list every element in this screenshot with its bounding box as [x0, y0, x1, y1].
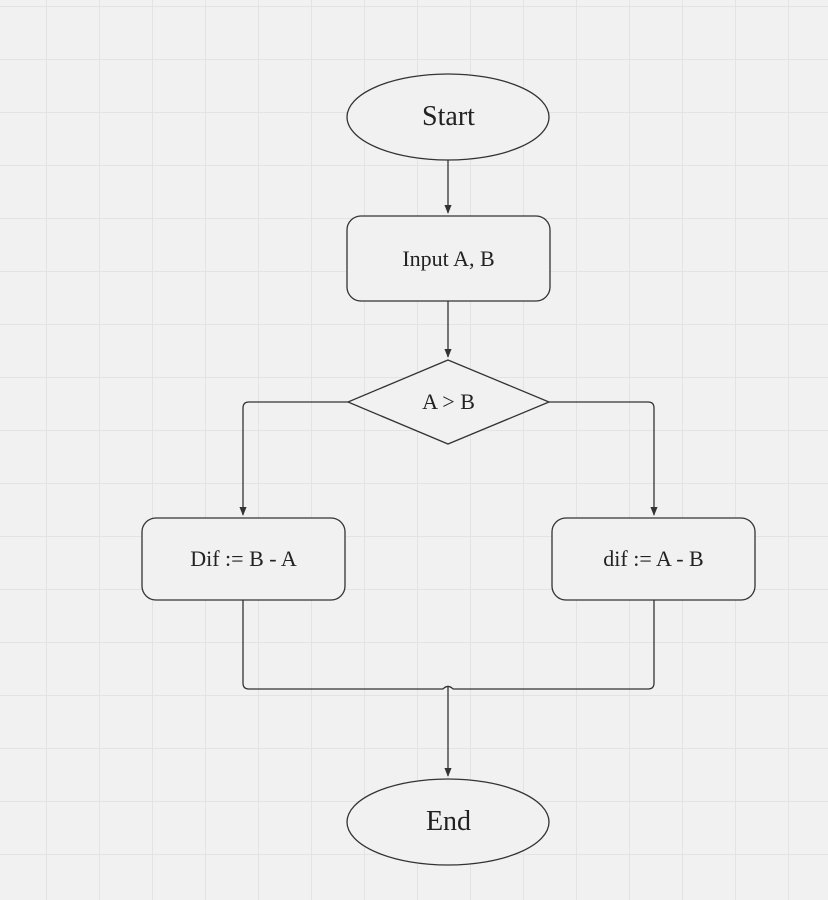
connector-decision-to-right [549, 401, 658, 516]
connector-right-to-merge [453, 600, 655, 690]
connector-decision-to-left [239, 401, 348, 516]
right-process-label: dif := A - B [603, 546, 704, 571]
left-process-label: Dif := B - A [190, 546, 297, 571]
end-label: End [425, 806, 472, 837]
input-label: Input A, B [402, 245, 495, 271]
start-label: Start [422, 101, 475, 132]
decision-label: A > B [422, 389, 475, 414]
end-terminal[interactable] [346, 778, 550, 866]
decision-diamond[interactable] [346, 359, 551, 445]
connector-left-to-merge [242, 600, 443, 690]
